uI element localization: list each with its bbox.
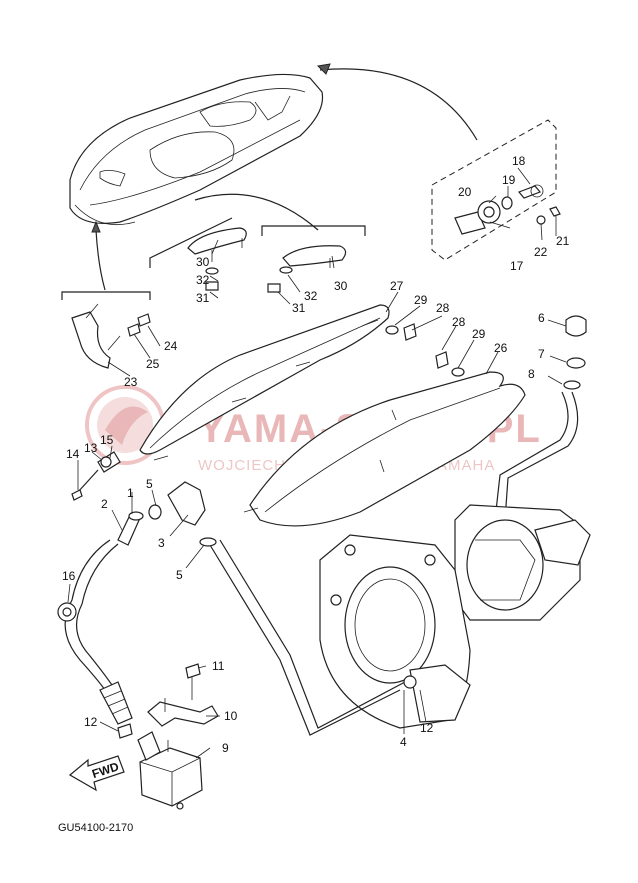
- callout-29b: 29: [472, 327, 486, 341]
- fittings-cluster: [117, 481, 217, 547]
- callout-13: 13: [84, 441, 98, 455]
- callout-19: 19: [502, 173, 516, 187]
- callout-31a: 31: [196, 291, 210, 305]
- callout-28a: 28: [436, 301, 450, 315]
- callout-2: 2: [101, 497, 108, 511]
- callout-5a: 5: [146, 477, 153, 491]
- bracket-10: [147, 663, 219, 727]
- callout-18: 18: [512, 154, 526, 168]
- callout-23: 23: [124, 375, 138, 389]
- callout-22: 22: [534, 245, 548, 259]
- callout-15: 15: [100, 433, 114, 447]
- callout-6: 6: [538, 311, 545, 325]
- rear-handle-grip: [71, 303, 151, 369]
- callout-30a: 30: [196, 255, 210, 269]
- callout-29a: 29: [414, 293, 428, 307]
- watercraft-illustration: [69, 73, 324, 226]
- callout-14: 14: [66, 447, 80, 461]
- grab-handle-right: [267, 245, 347, 293]
- callout-24: 24: [164, 339, 178, 353]
- water-hose-16: [57, 539, 133, 725]
- callout-26: 26: [494, 341, 508, 355]
- callout-32b: 32: [304, 289, 318, 303]
- callout-9: 9: [222, 741, 229, 755]
- filter-box-9: [137, 731, 203, 810]
- side-plate-lower: [243, 351, 526, 527]
- callout-28b: 28: [452, 315, 466, 329]
- drain-hose: [494, 391, 579, 521]
- clip-12-left: [117, 723, 133, 739]
- bleeder-fitting: [71, 451, 121, 501]
- callout-3: 3: [158, 536, 165, 550]
- callout-25: 25: [146, 357, 160, 371]
- intake-duct: [319, 534, 471, 729]
- callout-4: 4: [400, 735, 407, 749]
- callout-1: 1: [127, 486, 134, 500]
- side-plate-upper: [139, 304, 417, 461]
- watermark-logo-icon: [85, 385, 165, 465]
- brackets: [61, 119, 557, 300]
- fwd-arrow: FWD: [68, 755, 125, 792]
- drain-plug-assembly: [563, 315, 587, 390]
- jet-pump-housing: [454, 504, 591, 621]
- callout-12b: 12: [420, 721, 434, 735]
- callout-31b: 31: [292, 301, 306, 315]
- callout-17: 17: [510, 259, 524, 273]
- callout-32a: 32: [196, 273, 210, 287]
- leader-arrows: [91, 63, 478, 291]
- callout-16: 16: [62, 569, 76, 583]
- callout-27: 27: [390, 279, 404, 293]
- callout-12a: 12: [84, 715, 98, 729]
- callout-21: 21: [556, 234, 570, 248]
- callout-7: 7: [538, 347, 545, 361]
- callout-5b: 5: [176, 568, 183, 582]
- tow-eye-assembly: [454, 184, 561, 235]
- callout-8: 8: [528, 367, 535, 381]
- callout-labels: 1 2 3 4 5 5 6 7 8 9 10 11 12 12 13 14 15…: [62, 154, 570, 755]
- callout-30b: 30: [334, 279, 348, 293]
- diagram-code: GU54100-2170: [58, 822, 133, 834]
- cooling-hose: [209, 539, 417, 736]
- callout-10: 10: [224, 709, 238, 723]
- callout-leaders: [67, 167, 567, 759]
- callout-11: 11: [212, 659, 225, 673]
- callout-20: 20: [458, 185, 472, 199]
